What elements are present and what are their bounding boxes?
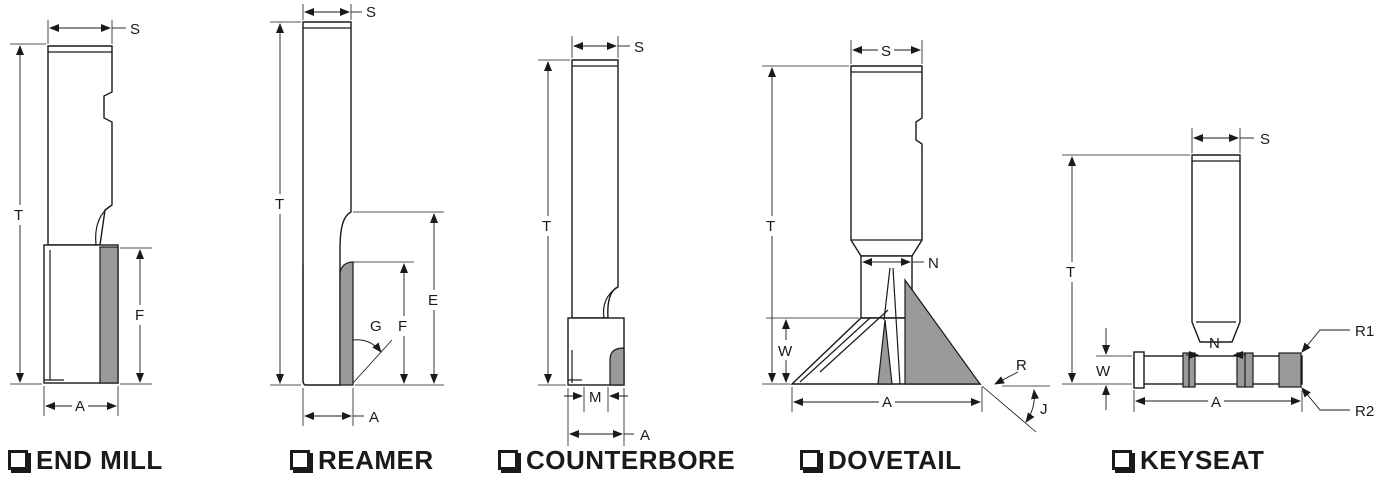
end-mill-option[interactable]: END MILL: [8, 440, 163, 480]
reamer-dim-g: G: [370, 318, 382, 335]
reamer-drawing: S T E F G A: [270, 4, 444, 426]
dovetail-option[interactable]: DOVETAIL: [800, 440, 962, 480]
keyseat-drawing: S T N W A R1 R2: [1062, 128, 1374, 420]
keyseat-dim-w: W: [1096, 363, 1111, 380]
reamer-dim-a: A: [369, 409, 379, 426]
dovetail-dim-t: T: [766, 218, 775, 235]
keyseat-dim-r2: R2: [1355, 403, 1374, 420]
checkbox-icon[interactable]: [800, 450, 820, 470]
counterbore-dim-s: S: [634, 39, 644, 56]
checkbox-icon[interactable]: [498, 450, 518, 470]
dovetail-dim-w: W: [778, 343, 793, 360]
dovetail-dim-n: N: [928, 255, 939, 272]
counterbore-dim-m: M: [589, 389, 602, 406]
dovetail-dim-a: A: [882, 394, 892, 411]
counterbore-label: COUNTERBORE: [526, 444, 736, 475]
counterbore-dim-a: A: [640, 427, 650, 444]
end-mill-dim-f: F: [135, 307, 144, 324]
keyseat-dim-s: S: [1260, 131, 1270, 148]
reamer-dim-e: E: [428, 292, 438, 309]
keyseat-label: KEYSEAT: [1140, 444, 1265, 475]
reamer-dim-f: F: [398, 318, 407, 335]
reamer-option[interactable]: REAMER: [290, 440, 434, 480]
keyseat-dim-n: N: [1209, 335, 1220, 352]
end-mill-drawing: S T F A: [10, 20, 152, 416]
counterbore-option[interactable]: COUNTERBORE: [498, 440, 735, 480]
reamer-label: REAMER: [318, 444, 434, 475]
counterbore-dim-t: T: [542, 218, 551, 235]
keyseat-dim-r1: R1: [1355, 323, 1374, 340]
end-mill-label: END MILL: [36, 444, 163, 475]
dovetail-dim-j: J: [1040, 401, 1048, 418]
dovetail-dim-s: S: [881, 43, 891, 60]
dovetail-label: DOVETAIL: [828, 444, 962, 475]
end-mill-dim-t: T: [14, 207, 23, 224]
dovetail-dim-r: R: [1016, 357, 1027, 374]
keyseat-option[interactable]: KEYSEAT: [1112, 440, 1264, 480]
reamer-dim-s: S: [366, 4, 376, 21]
keyseat-dim-a: A: [1211, 394, 1221, 411]
keyseat-dim-t: T: [1066, 264, 1075, 281]
counterbore-drawing: S T M A: [538, 36, 650, 446]
checkbox-icon[interactable]: [1112, 450, 1132, 470]
checkbox-icon[interactable]: [290, 450, 310, 470]
dovetail-drawing: S T N W A R J: [762, 40, 1050, 433]
end-mill-dim-s: S: [130, 21, 140, 38]
end-mill-dim-a: A: [75, 398, 85, 415]
checkbox-icon[interactable]: [8, 450, 28, 470]
reamer-dim-t: T: [275, 196, 284, 213]
